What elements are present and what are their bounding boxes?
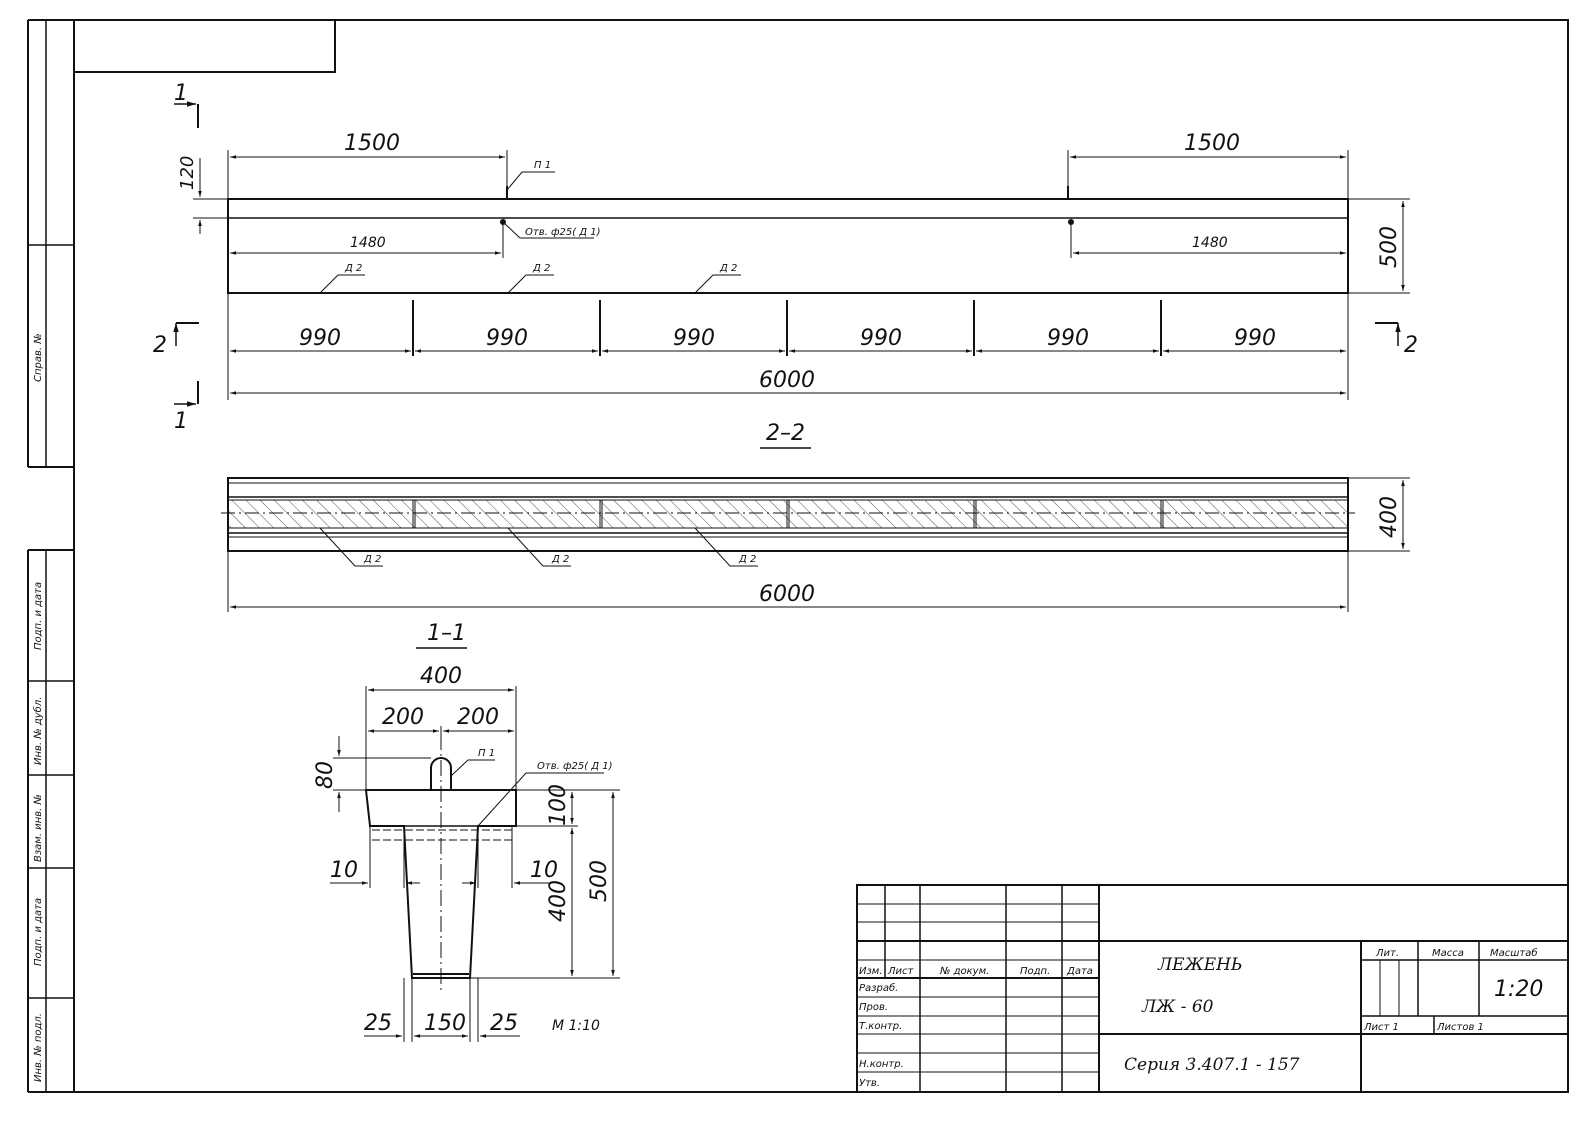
dim-25-right: 25 — [490, 1011, 518, 1036]
dim-200-left: 200 — [382, 705, 424, 730]
section-marker-2-right — [1375, 322, 1401, 346]
tb-massa: Масса — [1432, 948, 1464, 959]
dim-segment-6: 990 — [1234, 326, 1276, 351]
dim-150: 150 — [424, 1011, 466, 1036]
tb-row-utv: Утв. — [859, 1078, 880, 1089]
section-2-2-title: 2–2 — [766, 421, 805, 446]
dim-400-section22: 400 — [1377, 496, 1402, 538]
dim-segment-1: 990 — [299, 326, 341, 351]
tb-sheet: Лист 1 — [1363, 1022, 1399, 1033]
label-sprav-no: Справ. № — [33, 333, 44, 382]
beam-plan-outline — [227, 198, 1349, 294]
sheet-frame — [27, 19, 1569, 1093]
tb-scale-value: 1:20 — [1494, 977, 1543, 1002]
label-hole-section: Отв. ф25( Д 1) — [537, 761, 613, 772]
label-podp-data-1: Подп. и дата — [33, 582, 44, 650]
label-p1-plan: П 1 — [534, 160, 551, 171]
dim-segment-3: 990 — [673, 326, 715, 351]
dim-segment-4: 990 — [860, 326, 902, 351]
dim-segment-2: 990 — [486, 326, 528, 351]
tb-row-nkontr: Н.контр. — [859, 1059, 904, 1070]
tb-col-izm: Изм. — [859, 966, 883, 977]
label-d2-sec-1: Д 2 — [363, 554, 381, 565]
dim-200-right: 200 — [457, 705, 499, 730]
dim-10-right: 10 — [530, 858, 558, 883]
section-mark-1-top: 1 — [174, 81, 188, 106]
label-d2-sec-2: Д 2 — [551, 554, 569, 565]
dim-10-left: 10 — [330, 858, 358, 883]
tb-col-dokum: № докум. — [939, 966, 989, 977]
section-mark-1-bottom: 1 — [174, 409, 188, 434]
dim-500-section: 500 — [587, 860, 612, 902]
section-marker-2-left — [173, 322, 199, 346]
left-strip-labels: Справ. № Подп. и дата Инв. № дубл. Взам.… — [32, 333, 44, 1082]
dim-1480-right: 1480 — [1192, 235, 1228, 251]
tb-series: Серия 3.407.1 - 157 — [1124, 1055, 1300, 1075]
tb-row-prov: Пров. — [859, 1002, 888, 1013]
label-vzam-inv: Взам. инв. № — [33, 794, 44, 862]
label-d2-plan-1: Д 2 — [344, 263, 362, 274]
tb-row-tkontr: Т.контр. — [859, 1021, 902, 1032]
dim-80: 80 — [313, 761, 338, 789]
plan-view: 1 1 2 2 — [153, 81, 1418, 434]
hatched-infill — [227, 499, 1349, 529]
section-marker-1-bottom — [174, 381, 199, 407]
tb-col-podp: Подп. — [1020, 966, 1050, 977]
dim-500-plan: 500 — [1377, 226, 1402, 268]
section-marker-1-top — [174, 101, 199, 128]
tb-sheets: Листов 1 — [1436, 1022, 1484, 1033]
dim-total-plan: 6000 — [759, 368, 815, 393]
section-2-2: 2–2 400 — [221, 421, 1410, 612]
section-scale: М 1:10 — [552, 1018, 600, 1034]
label-inv-dubl: Инв. № дубл. — [32, 697, 44, 765]
dim-segment-5: 990 — [1047, 326, 1089, 351]
label-inv-podl: Инв. № подл. — [33, 1013, 44, 1082]
label-p1-section: П 1 — [478, 748, 495, 759]
tb-name: ЛЕЖЕНЬ — [1157, 955, 1242, 975]
label-d2-plan-2: Д 2 — [532, 263, 550, 274]
tb-row-razrab: Разраб. — [859, 982, 898, 994]
dim-1500-right: 1500 — [1184, 131, 1240, 156]
dim-120: 120 — [177, 156, 198, 190]
tb-code: ЛЖ - 60 — [1141, 997, 1214, 1017]
tb-col-data: Дата — [1066, 966, 1093, 977]
tb-masshtab: Масштаб — [1490, 947, 1538, 959]
dim-25-left: 25 — [364, 1011, 392, 1036]
dim-1480-left: 1480 — [350, 235, 386, 251]
label-d2-sec-3: Д 2 — [738, 554, 756, 565]
dim-1500-left: 1500 — [344, 131, 400, 156]
section-mark-2-right: 2 — [1404, 333, 1418, 358]
label-podp-data-2: Подп. и дата — [33, 898, 44, 966]
section-mark-2-left: 2 — [153, 333, 167, 358]
tb-col-list: Лист — [887, 966, 915, 977]
dim-total-section22: 6000 — [759, 582, 815, 607]
dim-400-vertical: 400 — [546, 880, 571, 922]
lifting-loop-icon — [430, 757, 452, 790]
label-d2-plan-3: Д 2 — [719, 263, 737, 274]
section-1-1-title: 1–1 — [427, 621, 466, 646]
section-1-1: 1–1 400 200 200 80 — [313, 621, 620, 1042]
dim-400-top: 400 — [420, 664, 462, 689]
tb-lit: Лит. — [1375, 948, 1399, 959]
title-block: Изм. Лист № докум. Подп. Дата Разраб. Пр… — [856, 884, 1569, 1093]
dim-100: 100 — [546, 784, 571, 826]
label-hole-plan: Отв. ф25( Д 1) — [525, 227, 601, 238]
